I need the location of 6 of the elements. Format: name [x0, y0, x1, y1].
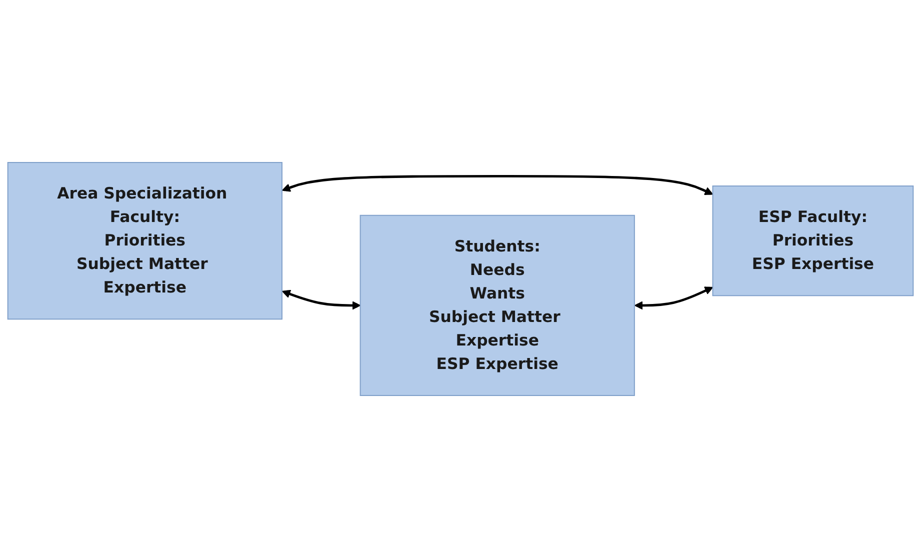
arrow — [634, 286, 714, 310]
node-box: ESP Faculty: Priorities ESP Expertise — [712, 186, 914, 296]
node-box: Students: Needs Wants Subject Matter Expertise ESP Expertise — [360, 214, 635, 396]
arrow — [282, 290, 361, 310]
node-box: Area Specialization Faculty: Priorities Subject Matter Expertise — [7, 162, 282, 320]
arrow — [282, 174, 714, 195]
